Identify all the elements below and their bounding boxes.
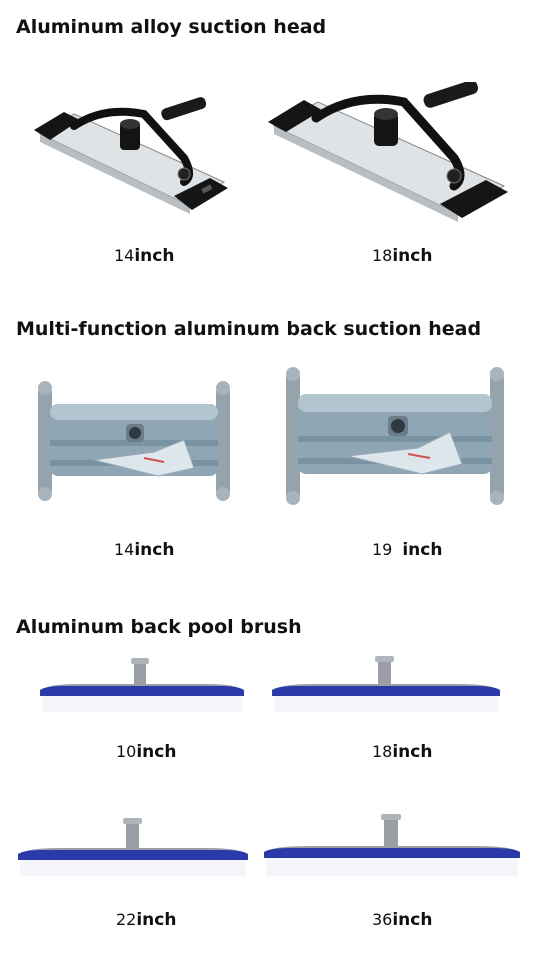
section-title-suction-head: Aluminum alloy suction head [16,16,327,38]
size-label: 10inch [116,742,176,762]
size-number: 19 [372,540,393,559]
size-number: 36 [372,910,393,929]
size-number: 18 [372,742,393,761]
pool-brush-36-image [262,812,522,878]
size-number: 18 [372,246,393,265]
suction-head-18-image [268,82,512,232]
size-unit: inch [134,540,175,560]
size-label: 18inch [372,246,432,266]
size-label: 36inch [372,910,432,930]
suction-head-14-image [34,96,234,226]
size-unit: inch [392,246,433,266]
multi-function-head-19-image [282,366,508,506]
size-unit: inch [136,910,177,930]
size-number: 10 [116,742,137,761]
multi-function-head-14-image [34,380,234,504]
size-number: 14 [114,246,135,265]
size-label: 14inch [114,540,174,560]
size-number: 14 [114,540,135,559]
size-unit: inch [392,742,433,762]
pool-brush-18-image [270,654,502,714]
size-unit: inch [392,910,433,930]
pool-brush-22-image [16,816,250,878]
size-unit: inch [402,540,443,560]
size-number: 22 [116,910,137,929]
size-label: 18inch [372,742,432,762]
pool-brush-10-image [38,656,246,714]
size-label: 22inch [116,910,176,930]
size-label: 14inch [114,246,174,266]
section-title-pool-brush: Aluminum back pool brush [16,616,302,638]
size-unit: inch [136,742,177,762]
section-title-multi-function-head: Multi-function aluminum back suction hea… [16,318,482,340]
size-label: 19 inch [372,540,442,560]
size-unit: inch [134,246,175,266]
